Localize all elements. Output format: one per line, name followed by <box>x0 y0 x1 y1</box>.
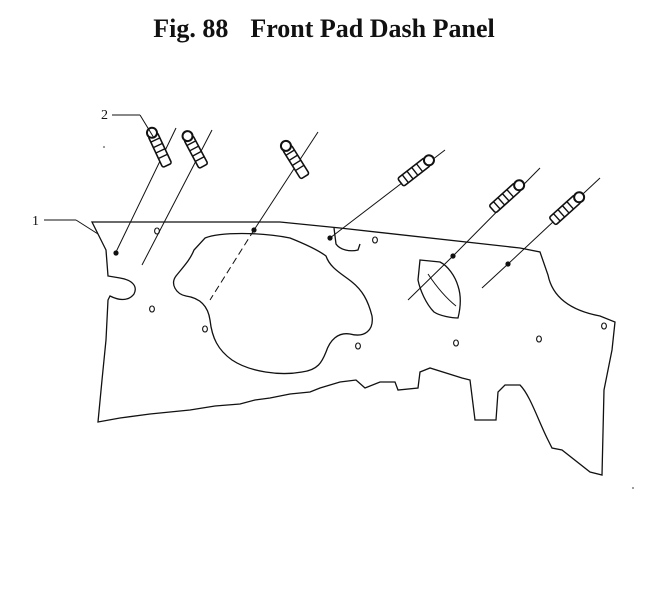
hole-6 <box>601 322 607 330</box>
figure-number: Fig. 88 <box>153 14 229 43</box>
clip-fastener-4 <box>329 149 446 239</box>
figure-title: Fig. 88 Front Pad Dash Panel <box>0 14 648 44</box>
dash-pad-panel <box>90 221 616 476</box>
callout-1: 1 <box>32 214 99 235</box>
clip-fastener-2 <box>141 129 213 266</box>
callout-2-label: 2 <box>101 108 108 123</box>
right-cutout <box>417 259 461 319</box>
clip-point-1 <box>113 250 119 256</box>
hole-5 <box>536 335 542 343</box>
mounting-holes <box>149 227 607 350</box>
clip-fastener-1 <box>115 126 177 253</box>
hole-3 <box>355 342 361 350</box>
clip-fastener-3 <box>209 131 319 301</box>
hole-1 <box>149 305 155 313</box>
hole-2 <box>202 325 208 333</box>
callout-2: 2 <box>101 108 155 139</box>
right-cutout-inner-edge <box>427 273 457 307</box>
clip-fastener-5 <box>407 167 541 301</box>
top-notch <box>333 227 361 252</box>
hole-4 <box>453 339 459 347</box>
figure-caption: Front Pad Dash Panel <box>250 14 495 43</box>
speck-mark <box>103 146 105 148</box>
center-cutout <box>172 232 373 375</box>
speck-mark <box>632 487 634 489</box>
hole-7 <box>372 236 378 244</box>
clip-fastener-6 <box>481 177 601 289</box>
callout-1-label: 1 <box>32 214 39 229</box>
